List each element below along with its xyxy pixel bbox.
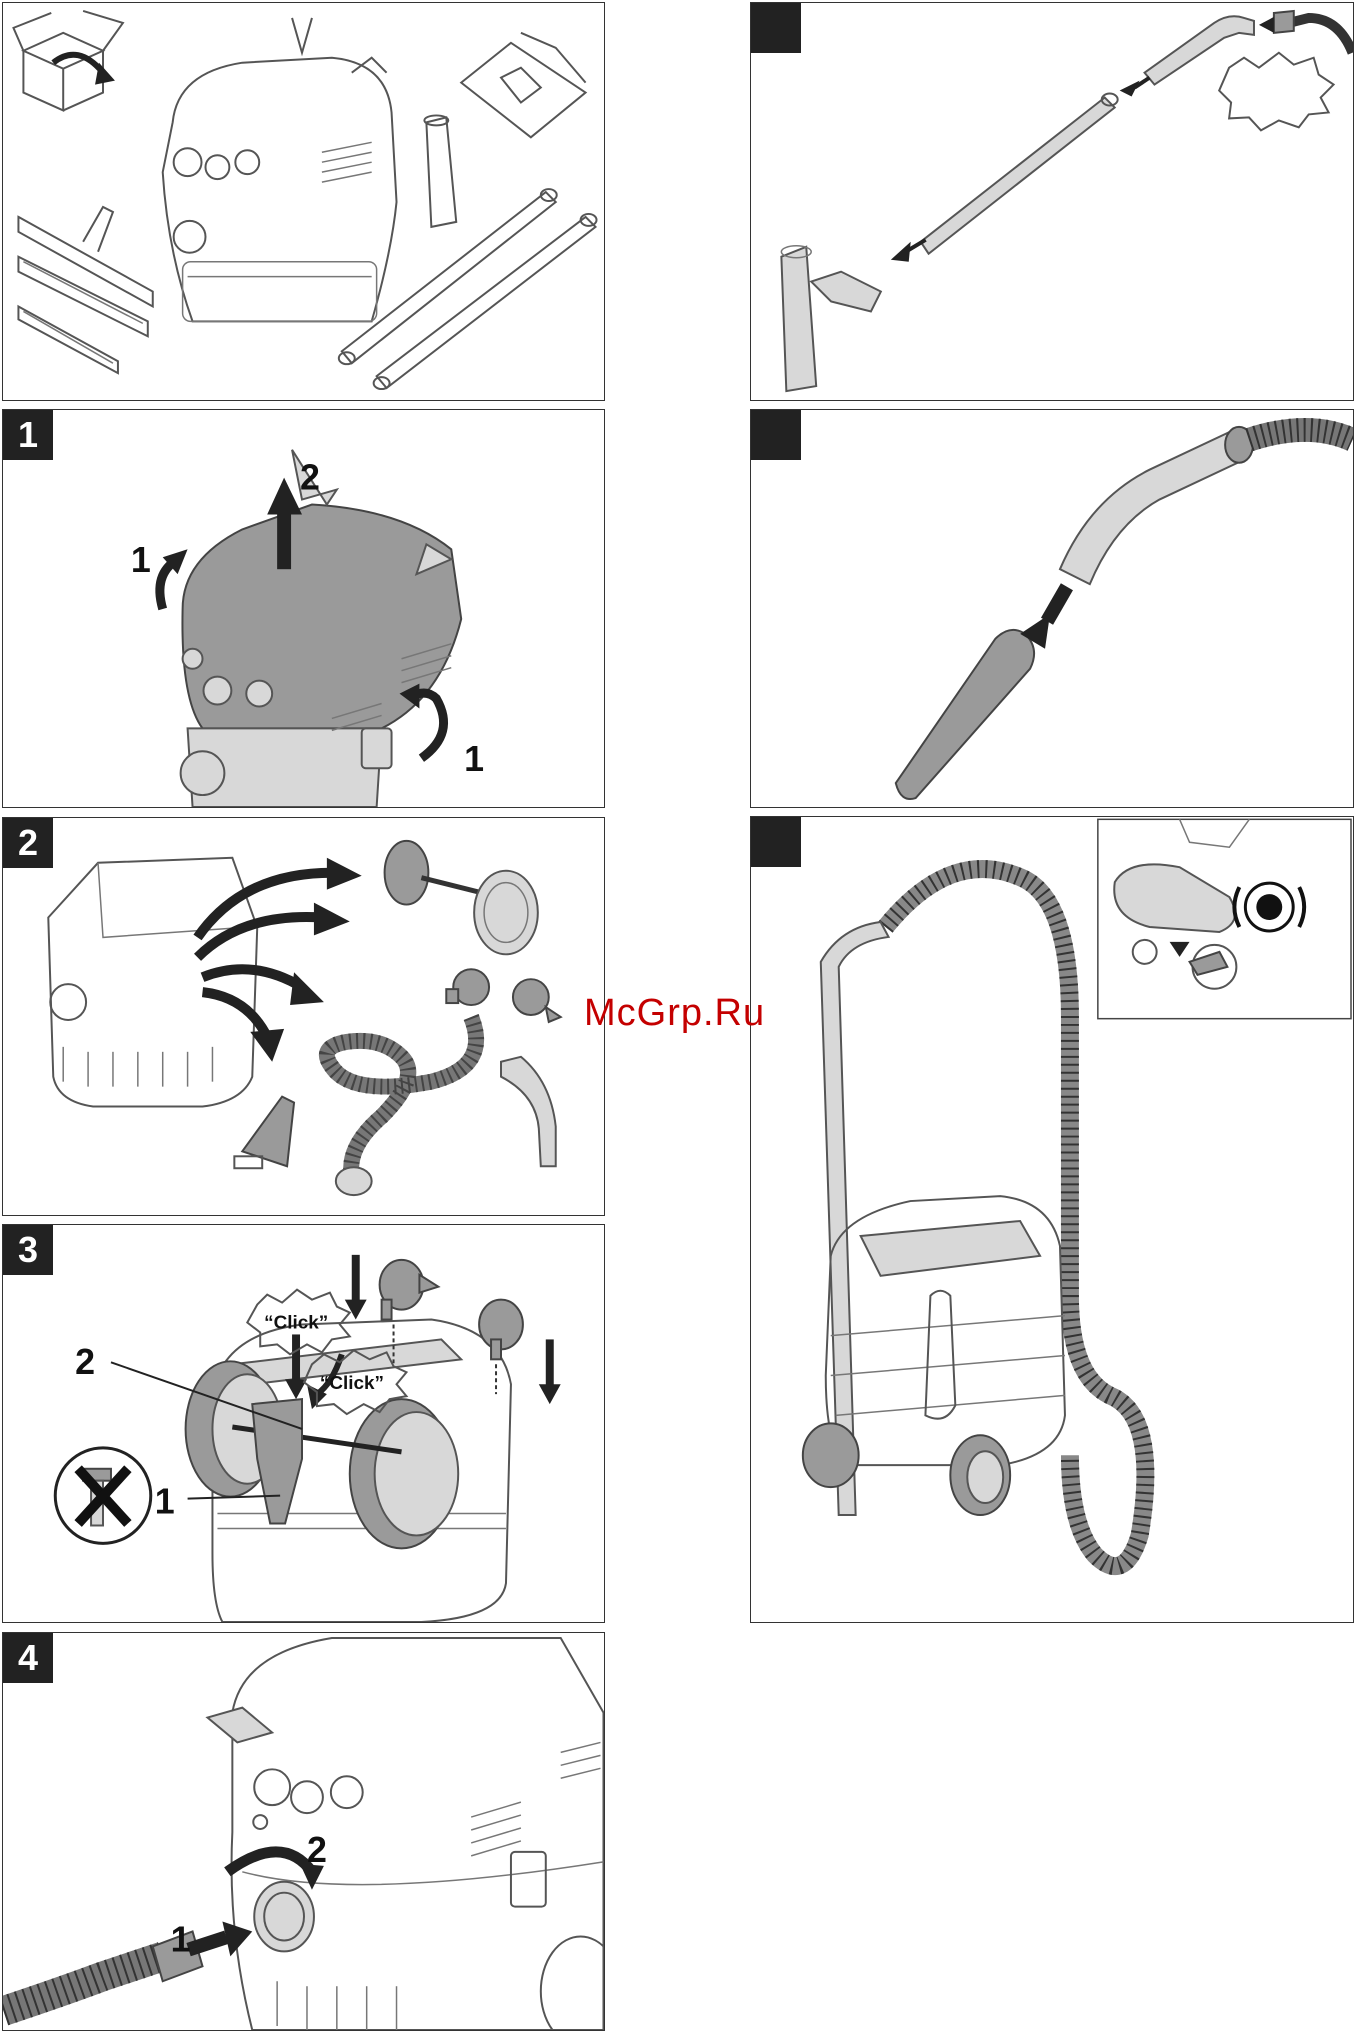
step-4-label-1: 1 xyxy=(171,1919,191,1959)
step-3-label-2: 2 xyxy=(75,1342,95,1382)
front-castor-right-drawing xyxy=(479,1300,523,1395)
elbow-drawing xyxy=(501,1057,556,1166)
click-label-1: “Click” xyxy=(264,1312,328,1333)
insert-arrow-icon xyxy=(186,1922,252,1957)
click-burst-icon xyxy=(1219,53,1333,131)
axle-holder-drawing xyxy=(252,1399,302,1523)
remove-accessories-arrows-icon xyxy=(198,858,362,1062)
step-4-label-2: 2 xyxy=(307,1830,327,1870)
rear-wheel-right-drawing xyxy=(350,1399,458,1548)
step-1-panel: 1 2 1 1 xyxy=(2,409,605,808)
vacuum-front-drawing xyxy=(207,1638,604,2030)
step-1-label-2: 2 xyxy=(300,458,320,498)
crevice-nozzle-drawing xyxy=(896,630,1034,799)
step-4-panel: 4 2 1 xyxy=(2,1632,605,2031)
hose-drawing xyxy=(327,1017,476,1195)
step-2-illustration xyxy=(3,818,604,1215)
lower-tube-drawing xyxy=(921,94,1118,254)
hose-drawing xyxy=(1249,430,1352,440)
wheel-axle-drawing xyxy=(385,841,538,954)
scope-illustration xyxy=(3,3,604,400)
step-2-panel: 2 xyxy=(2,817,605,1216)
suction-tubes-drawing xyxy=(339,189,597,389)
crevice-nozzle-panel xyxy=(750,409,1354,808)
hose-end-drawing xyxy=(1274,11,1353,53)
no-screw-icon xyxy=(55,1448,151,1544)
step-1-label-1-right: 1 xyxy=(464,739,484,779)
floor-nozzle-drawing xyxy=(18,207,152,373)
step-1-illustration: 2 1 1 xyxy=(3,410,604,807)
step-1-label-1-left: 1 xyxy=(131,540,151,580)
crevice-nozzle-illustration xyxy=(751,410,1353,807)
floor-nozzle-upright-drawing xyxy=(781,246,880,391)
assembled-machine-illustration xyxy=(751,817,1353,1622)
vacuum-head-drawing xyxy=(181,450,462,807)
crevice-nozzle-drawing xyxy=(424,115,456,226)
suction-port-drawing xyxy=(254,1882,314,1952)
unlatch-right-arrow-icon xyxy=(400,684,444,759)
filter-bag-drawing xyxy=(461,33,585,137)
elbow-handle-drawing xyxy=(1060,427,1253,584)
upper-tube-drawing xyxy=(1145,16,1254,84)
scope-of-delivery-panel xyxy=(2,2,605,401)
step-4-illustration: 2 1 xyxy=(3,1633,604,2030)
container-drawing xyxy=(48,858,257,1107)
click-label-2: “Click” xyxy=(320,1373,384,1394)
step-3-illustration: “Click” “Click” 2 1 xyxy=(3,1225,604,1622)
tube-assembly-illustration xyxy=(751,3,1353,400)
step-3-panel: 3 xyxy=(2,1224,605,1623)
watermark-text: McGrp.Ru xyxy=(584,992,765,1035)
assembled-machine-panel xyxy=(750,816,1354,1623)
unpack-box-icon xyxy=(13,11,122,110)
step-3-label-1: 1 xyxy=(155,1482,175,1522)
vacuum-cleaner-drawing xyxy=(163,18,397,321)
tube-assembly-panel xyxy=(750,2,1354,401)
castor-wheels-drawing xyxy=(446,969,560,1022)
adapter-drawing xyxy=(234,1097,294,1169)
